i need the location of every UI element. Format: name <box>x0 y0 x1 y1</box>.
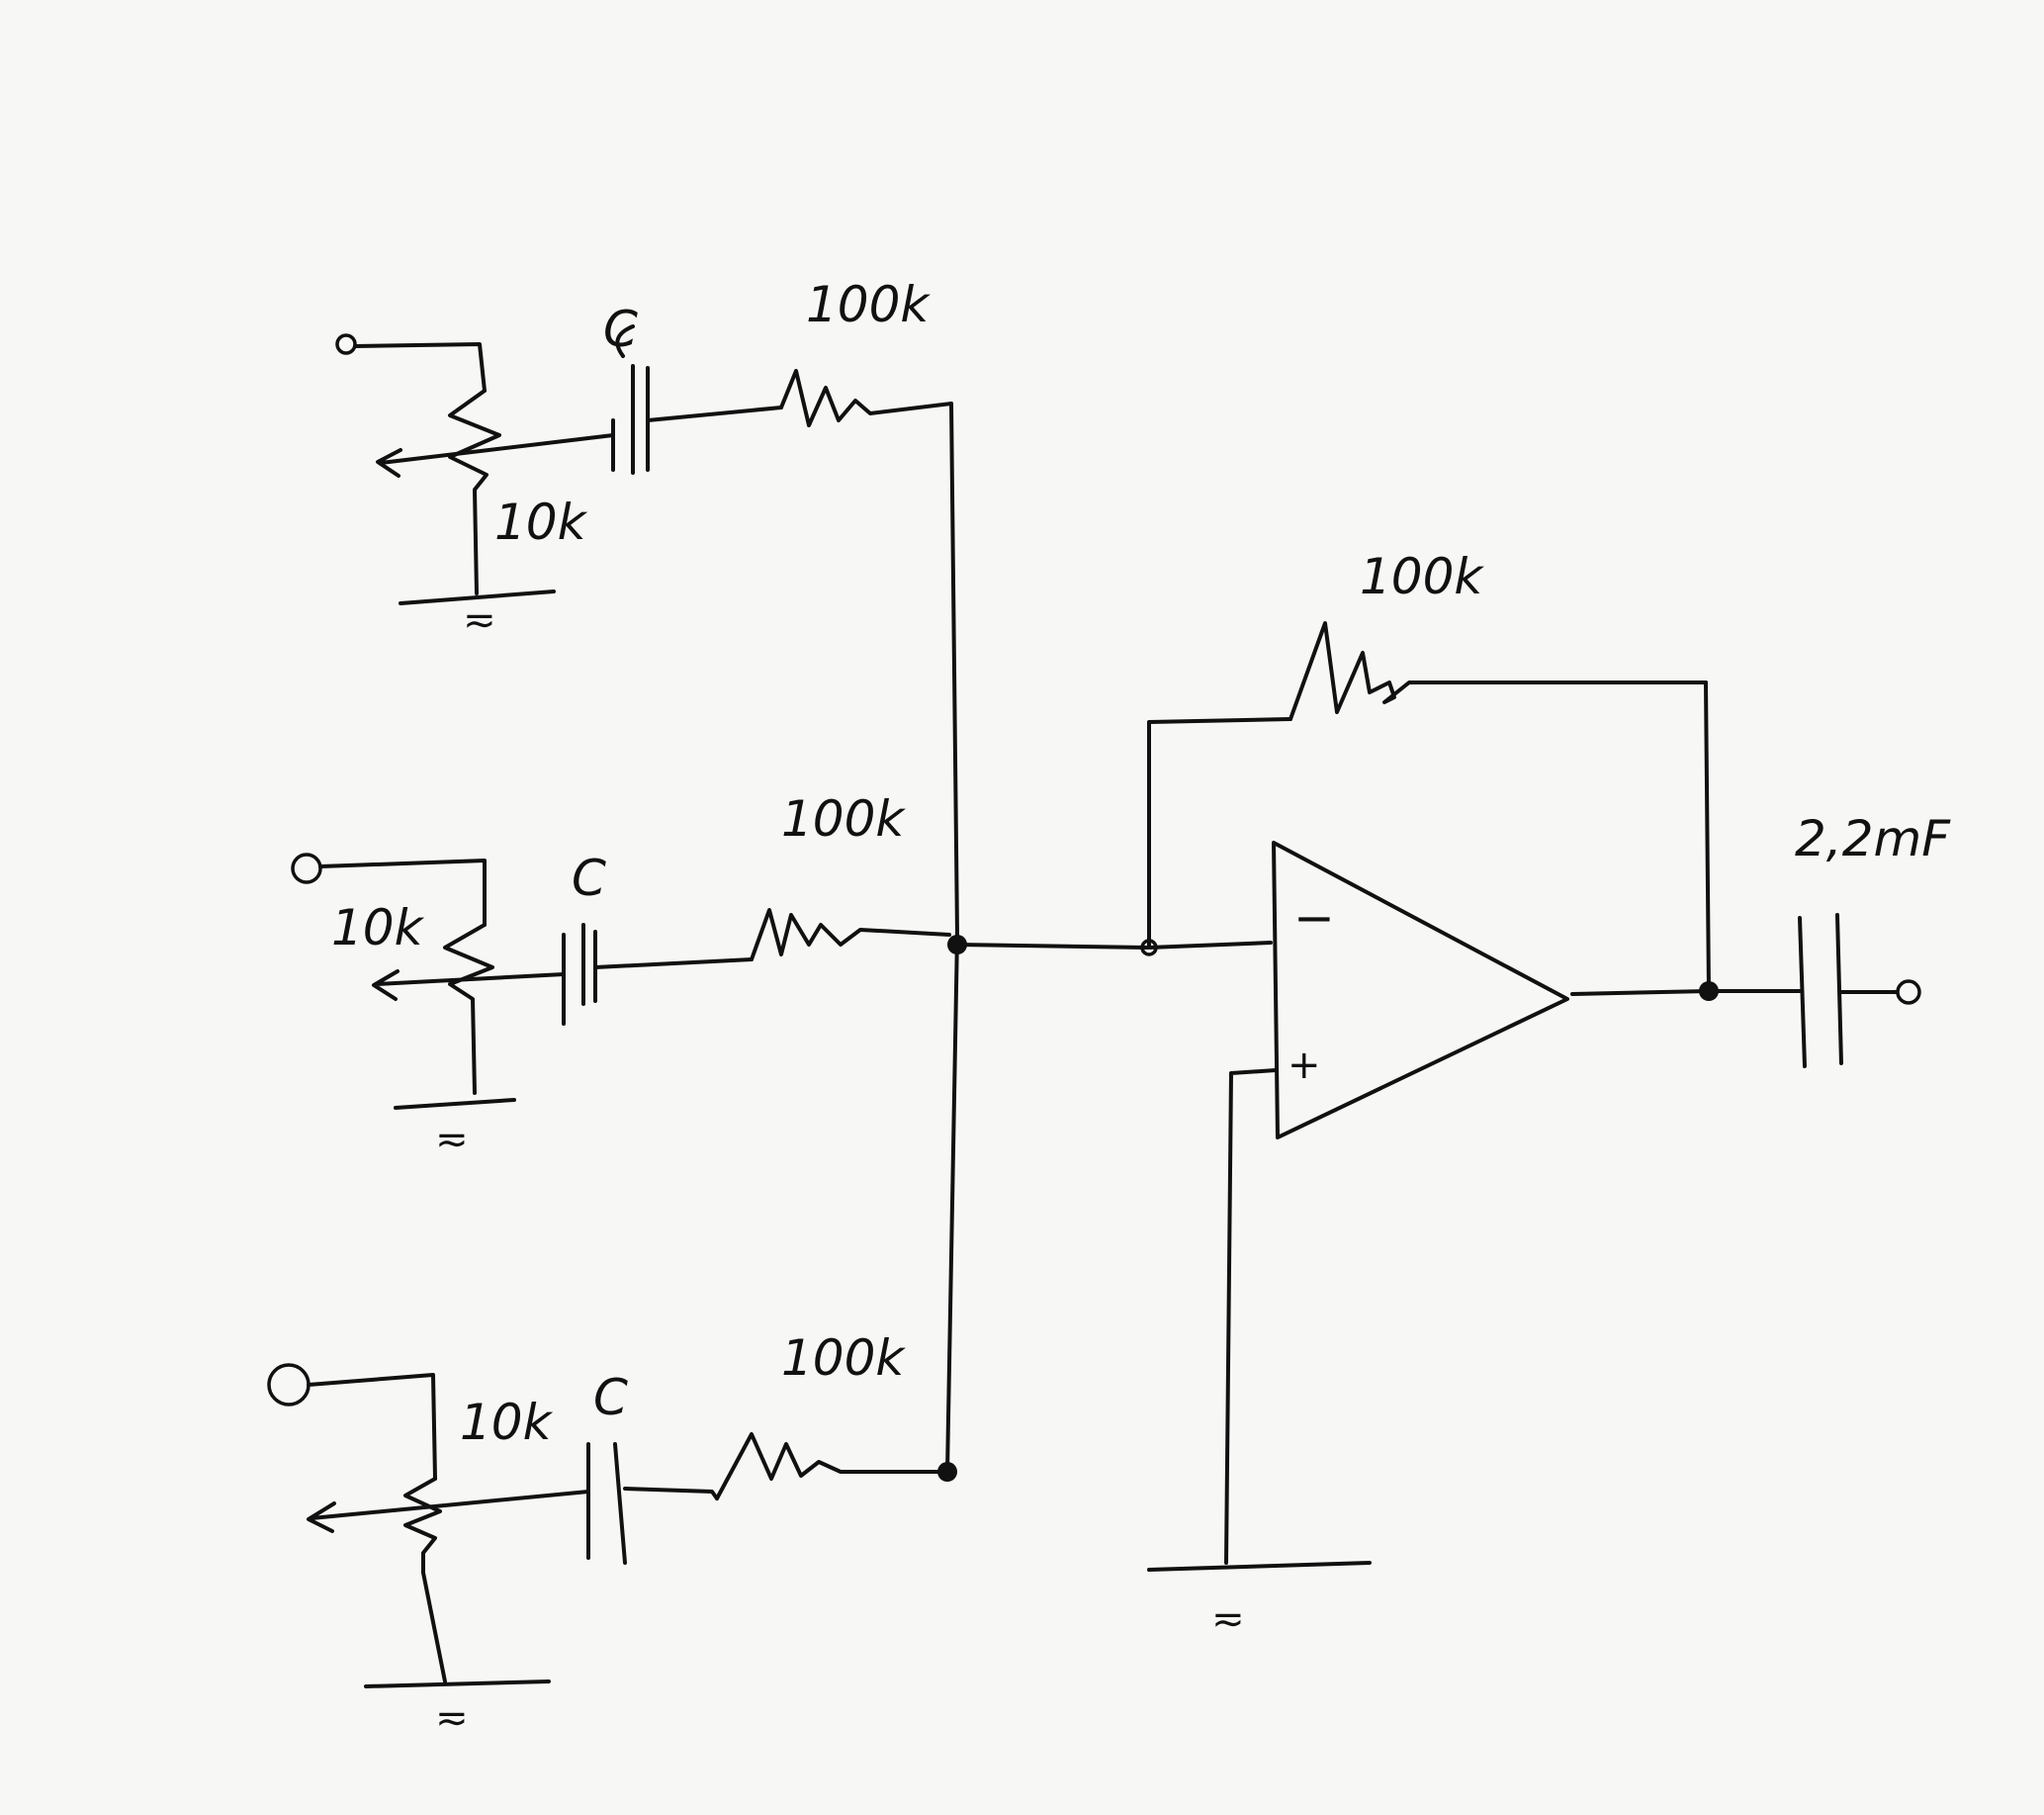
feedback-resistor <box>1289 621 1708 721</box>
capacitor-3 <box>586 1442 627 1565</box>
resistor-label-3: 100k <box>781 1329 906 1387</box>
ground-symbol-1: ≂ <box>463 597 496 643</box>
capacitor-1-stem <box>615 324 635 358</box>
feedback-resistor-label: 100k <box>1360 548 1484 605</box>
potentiometer-1 <box>448 389 501 595</box>
input-channel-2: ≂ 10k C 100k <box>291 790 951 1162</box>
capacitor-2 <box>562 923 597 1026</box>
capacitor-label-1: C <box>603 301 638 358</box>
opamp-ground-wire <box>1147 1561 1372 1572</box>
pot-label-1: 10k <box>494 494 588 551</box>
resistor-3 <box>715 1432 951 1500</box>
output-stage: 2,2mF <box>1570 810 1951 1068</box>
pot-wiper-arrow-3 <box>307 1490 590 1533</box>
output-capacitor-label: 2,2mF <box>1795 810 1951 867</box>
pot-wiper-arrow-1 <box>376 433 615 478</box>
output-wire <box>1570 989 1802 996</box>
cap-to-resistor-wire-1 <box>646 406 783 422</box>
op-amp: − + ≂ <box>1147 841 1569 1642</box>
input-wire-1 <box>353 342 487 393</box>
ground-symbol-2: ≂ <box>435 1117 469 1162</box>
pot-ground-wire-1 <box>399 590 556 605</box>
pot-label-3: 10k <box>460 1394 554 1451</box>
bus-to-opamp-wire <box>955 941 1273 950</box>
input-wire-3 <box>307 1373 437 1481</box>
input-terminal-1 <box>335 333 357 355</box>
input-wire-2 <box>318 859 487 927</box>
noninverting-input-sign: + <box>1288 1043 1321 1088</box>
inverting-input-sign: − <box>1293 889 1335 947</box>
resistor-1 <box>779 369 953 427</box>
output-capacitor <box>1798 913 1843 1068</box>
bottom-junction-dot <box>937 1462 957 1482</box>
input-channel-3: ≂ 10k C 100k <box>267 1329 951 1741</box>
input-channel-1: ≂ 10k C 100k <box>335 276 953 643</box>
feedback-network: 100k <box>1147 548 1711 993</box>
input-terminal-2 <box>291 853 322 884</box>
op-amp-triangle <box>1272 841 1569 1139</box>
capacitor-label-2: C <box>572 850 606 907</box>
input-terminal-3 <box>267 1363 311 1407</box>
feedback-wire-right <box>1704 681 1711 993</box>
pot-wiper-arrow-2 <box>372 969 566 1001</box>
resistor-2 <box>750 908 951 961</box>
cap-to-resistor-wire-3 <box>623 1487 719 1500</box>
pot-ground-wire-3 <box>364 1679 551 1688</box>
feedback-wire-left <box>1147 717 1292 950</box>
capacitor-label-3: C <box>593 1369 628 1426</box>
ground-symbol-3: ≂ <box>435 1695 469 1741</box>
potentiometer-2 <box>443 923 494 1095</box>
ground-symbol-4: ≂ <box>1211 1596 1245 1642</box>
resistor-label-2: 100k <box>781 790 906 848</box>
noninverting-input-wire <box>1224 1068 1278 1565</box>
cap-to-resistor-wire-2 <box>593 957 754 969</box>
output-junction-dot <box>1699 981 1719 1001</box>
output-terminal <box>1896 979 1921 1005</box>
potentiometer-3 <box>403 1477 447 1683</box>
resistor-label-1: 100k <box>806 276 931 333</box>
pot-ground-wire-2 <box>394 1098 516 1110</box>
capacitor-1 <box>611 364 650 475</box>
pot-label-2: 10k <box>331 899 425 956</box>
